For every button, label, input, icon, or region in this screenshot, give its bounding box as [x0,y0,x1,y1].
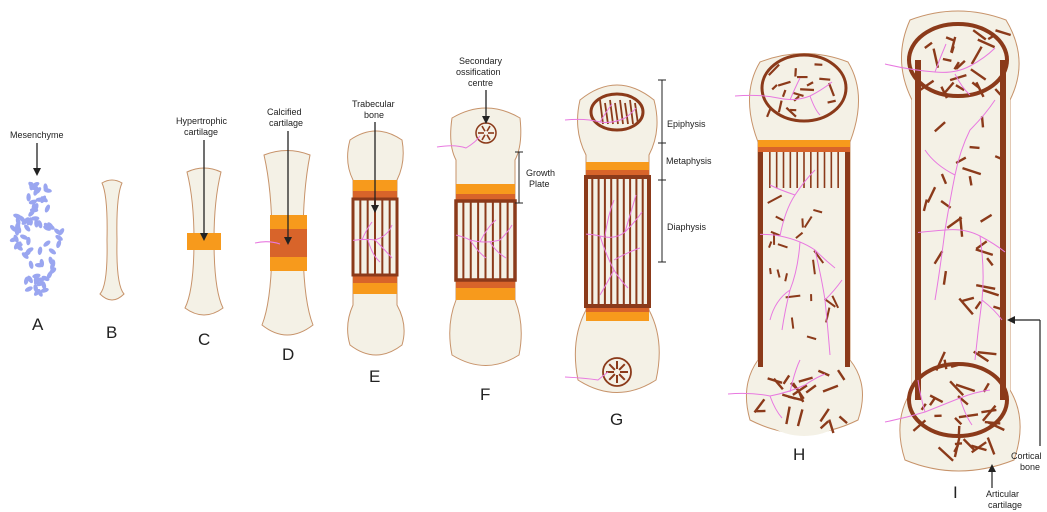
cortical-wall-i-right [1000,60,1006,400]
stage-b: B [100,180,124,342]
ossification-line [800,89,814,90]
calcified-label-1: Calcified [267,107,302,117]
stage-i: Cortical bone Articular cartilage I [885,11,1042,510]
growth-plate-f-bottom [456,288,515,300]
mesenchyme-cell [26,193,30,201]
metaphysis-label: Metaphysis [666,156,712,166]
diaphysis-h [730,152,850,367]
stage-g: Epiphysis Metaphysis Diaphysis G [560,80,712,429]
trabecular-lattice-g [560,177,649,306]
growth-plate-label-2: Plate [529,179,550,189]
secondary-label-2: ossification [456,67,501,77]
trabecular-label-1: Trabecular [352,99,395,109]
trabecular-fragment [970,176,972,185]
stage-c: Hypertrophic cartilage C [176,116,228,349]
trabecular-fragment [770,268,771,274]
bone-b-outline [100,180,124,300]
stage-i-letter: I [953,483,958,502]
growth-plate-f-top [456,184,515,194]
growth-plate-bracket [515,152,523,203]
growth-plate-label-1: Growth [526,168,555,178]
ossification-line [819,79,830,80]
stage-d-letter: D [282,345,294,364]
stage-e-letter: E [369,367,380,386]
trabecular-fragment [982,116,983,127]
stage-e: Trabecular bone E [340,99,404,386]
trabecular-label-2: bone [364,110,384,120]
growth-plate-g-bottom [586,312,649,321]
cortical-label-2: bone [1020,462,1040,472]
diaphysis-label: Diaphysis [667,222,707,232]
growth-plate-g-top [586,162,649,170]
trabecular-lattice-e [340,199,397,275]
growth-plate-h [758,140,850,147]
stage-g-letter: G [610,410,623,429]
trabecular-fragment [959,426,960,436]
stage-d: Calcified cartilage D [255,107,313,364]
stage-c-letter: C [198,330,210,349]
bone-interior-i [885,24,1011,461]
mesenchyme-cells [9,181,66,298]
mesenchyme-cell [28,260,34,269]
epiphysis-ossification-h-top [762,55,846,121]
region-bracket-g [658,80,666,262]
mesenchyme-cell [24,285,33,293]
stage-a-letter: A [32,315,44,334]
epiphysis-ossification-g [591,94,643,130]
articular-label-1: Articular [986,489,1019,499]
cortical-wall-h-right [845,152,850,367]
hypertrophic-label-1: Hypertrophic [176,116,228,126]
secondary-ossification-centre-f [476,123,496,143]
hypertrophic-label-2: cartilage [184,127,218,137]
articular-label-2: cartilage [988,500,1022,510]
stage-h-letter: H [793,445,805,464]
mesenchyme-cell [44,204,51,213]
cortical-wall-i-left [915,60,921,400]
mesenchyme-label: Mesenchyme [10,130,64,140]
stage-b-letter: B [106,323,117,342]
trabecular-fragment [970,147,980,148]
mesenchyme-cell [37,246,43,255]
stage-h: H [728,54,863,465]
cortical-wall-h-left [758,152,763,367]
mesenchyme-arrowhead [33,168,41,176]
stage-a: Mesenchyme A [9,130,66,334]
mesenchyme-cell [48,247,57,256]
epiphysis-ossification-h-bottom [754,360,854,436]
epiphysis-label: Epiphysis [667,119,706,129]
secondary-label-3: centre [468,78,493,88]
mesenchyme-cell [42,239,51,248]
trabecular-fragment [792,318,793,329]
cortical-label-1: Cortical [1011,451,1042,461]
growth-plate-e-bottom [353,283,397,294]
calcified-cartilage-lower [270,257,307,271]
stage-f: Secondary ossification centre Growth Pla… [436,56,555,404]
secondary-label-1: Secondary [459,56,503,66]
calcified-label-2: cartilage [269,118,303,128]
trabecular-lattice-f [436,201,515,280]
calcified-h [758,147,850,152]
trabecular-fragment [945,360,947,369]
ossification-line [795,68,796,76]
stage-f-letter: F [480,385,490,404]
